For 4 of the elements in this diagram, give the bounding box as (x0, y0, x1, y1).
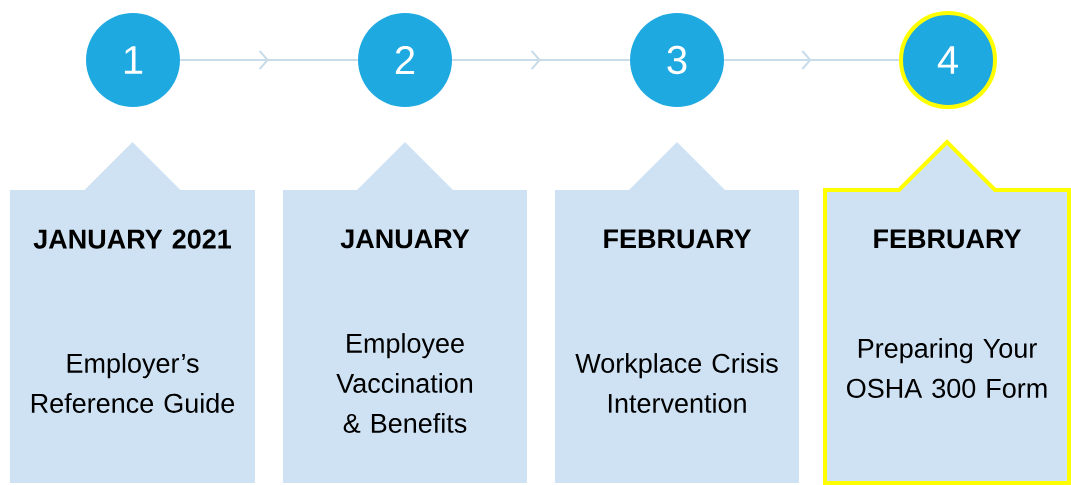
callout-box: JANUARY Employee Vaccination & Benefits (283, 142, 527, 483)
callout-box: FEBRUARY Preparing Your OSHA 300 Form (823, 139, 1071, 485)
callout-box: FEBRUARY Workplace Crisis Intervention (555, 142, 799, 483)
callout-box: JANUARY 2021 Employer’s Reference Guide (10, 142, 255, 483)
